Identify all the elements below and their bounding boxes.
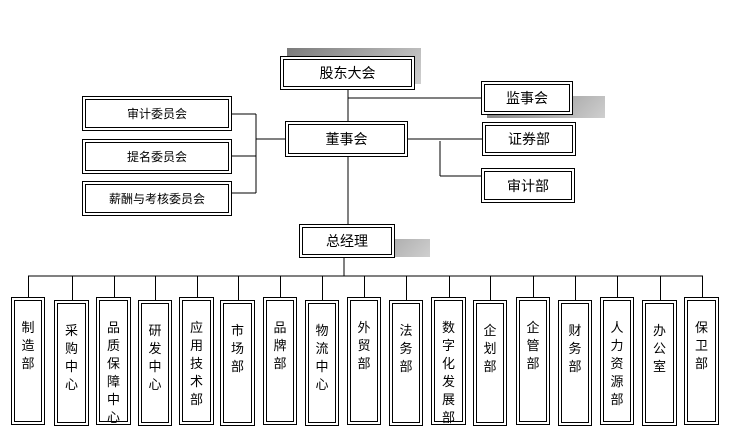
- node-audit-dept-label: 审计部: [507, 178, 549, 195]
- node-dept-foreign-trade: 外贸部: [347, 297, 381, 425]
- node-dept-label: 企管部: [526, 321, 540, 372]
- node-dept-label: 办公室: [652, 324, 666, 375]
- node-dept-planning: 企划部: [473, 300, 507, 426]
- node-dept-digital: 数字化发展部: [431, 297, 466, 426]
- node-compensation-committee-label: 薪酬与考核委员会: [108, 192, 205, 206]
- node-dept-security: 保卫部: [684, 297, 719, 425]
- node-shareholders-label: 股东大会: [319, 66, 376, 82]
- node-dept-label: 采购中心: [64, 324, 78, 393]
- node-dept-label: 数字化发展部: [441, 321, 455, 426]
- node-dept-brand: 品牌部: [263, 297, 297, 425]
- node-dept-marketing: 市场部: [220, 300, 255, 426]
- node-dept-label: 保卫部: [694, 321, 708, 372]
- node-dept-label: 企划部: [483, 324, 497, 375]
- node-dept-label: 应用技术部: [189, 321, 203, 408]
- node-supervisory-label: 监事会: [506, 91, 548, 107]
- node-dept-label: 物流中心: [315, 324, 329, 393]
- node-dept-quality: 品质保障中心: [96, 297, 131, 426]
- node-dept-hr: 人力资源部: [600, 297, 634, 425]
- node-dept-logistics: 物流中心: [305, 300, 339, 426]
- node-compensation-committee: 薪酬与考核委员会: [82, 181, 232, 216]
- node-audit-committee-label: 审计委员会: [126, 107, 187, 121]
- node-dept-label: 外贸部: [357, 321, 371, 372]
- node-dept-rnd: 研发中心: [138, 300, 172, 426]
- node-audit-committee: 审计委员会: [82, 96, 232, 131]
- node-dept-application-tech: 应用技术部: [179, 297, 214, 425]
- node-dept-office: 办公室: [642, 300, 677, 426]
- node-dept-finance: 财务部: [558, 300, 592, 426]
- node-board: 董事会: [285, 121, 408, 157]
- node-nomination-committee: 提名委员会: [82, 139, 232, 174]
- node-dept-label: 品牌部: [273, 321, 287, 372]
- node-audit-dept: 审计部: [481, 168, 575, 203]
- node-securities: 证券部: [482, 122, 576, 156]
- node-dept-label: 制造部: [21, 321, 35, 372]
- node-dept-legal: 法务部: [389, 300, 423, 426]
- node-dept-label: 法务部: [399, 324, 413, 375]
- node-nomination-committee-label: 提名委员会: [126, 150, 187, 164]
- node-dept-label: 人力资源部: [610, 321, 624, 408]
- node-general-manager: 总经理: [299, 224, 395, 258]
- node-dept-label: 财务部: [568, 324, 582, 375]
- node-board-label: 董事会: [325, 132, 368, 148]
- node-securities-label: 证券部: [508, 132, 550, 148]
- node-dept-label: 研发中心: [148, 324, 162, 393]
- node-dept-label: 市场部: [230, 324, 244, 375]
- node-dept-label: 品质保障中心: [106, 321, 120, 426]
- node-dept-manufacturing: 制造部: [11, 297, 45, 425]
- node-shareholders: 股东大会: [280, 56, 415, 90]
- node-dept-management: 企管部: [516, 297, 550, 425]
- node-supervisory: 监事会: [481, 81, 573, 115]
- node-dept-procurement: 采购中心: [54, 300, 89, 426]
- node-general-manager-label: 总经理: [326, 234, 368, 250]
